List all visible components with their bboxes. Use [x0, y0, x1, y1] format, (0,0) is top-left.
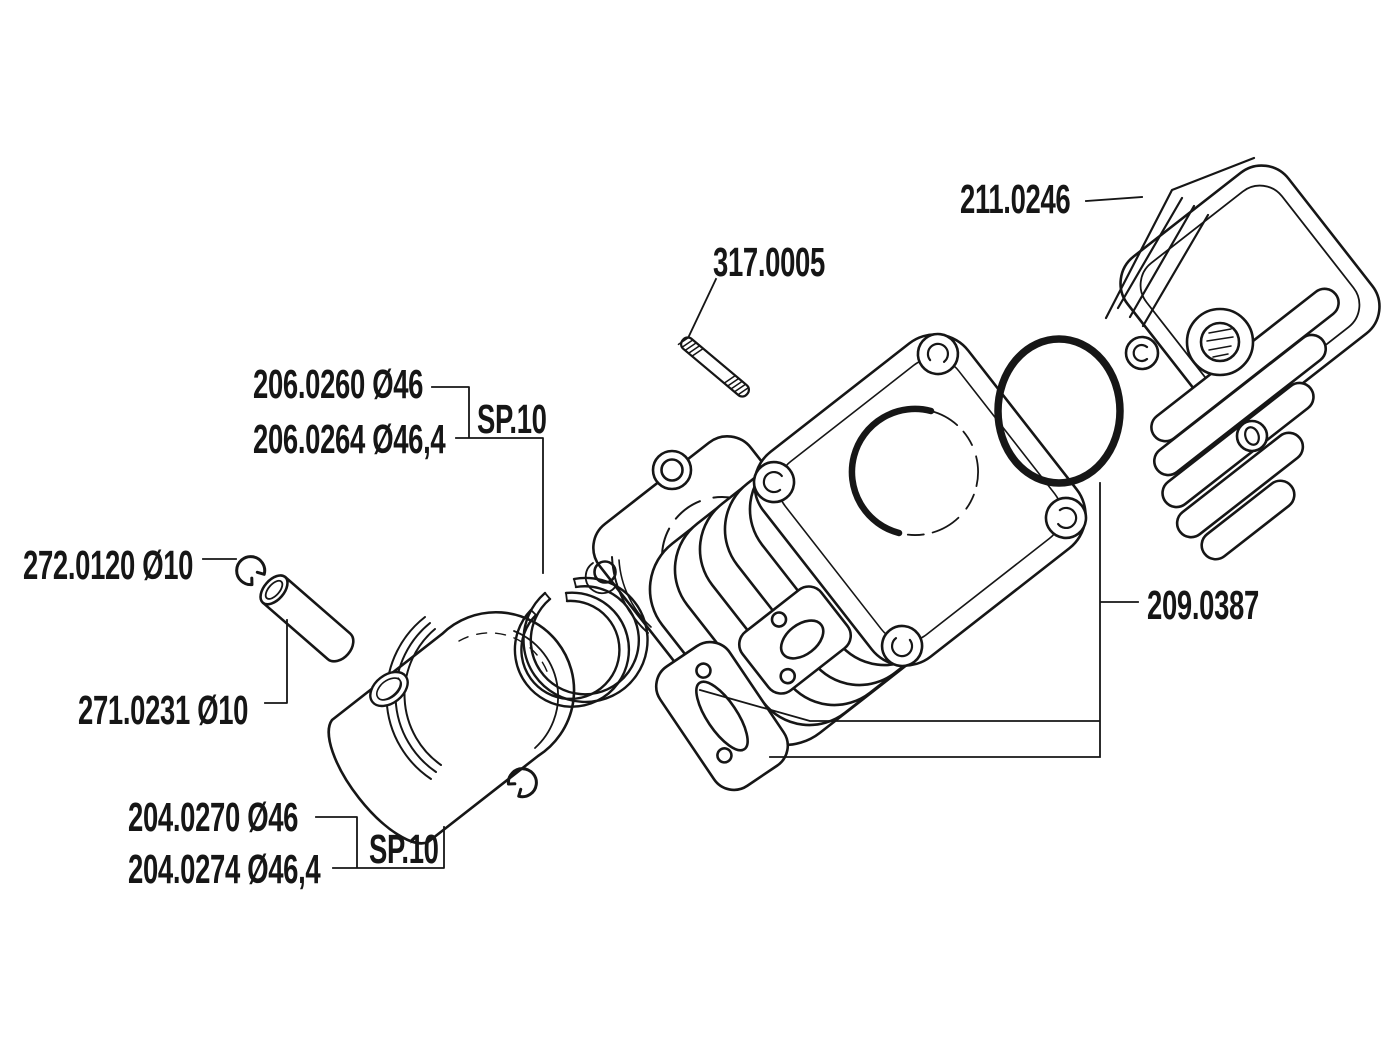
label-rings-d464-part: 206.0264 Ø46,4: [253, 416, 446, 462]
label-rings-series: SP.10: [477, 396, 547, 442]
label-piston-series: SP.10: [369, 826, 439, 872]
cylinder-head: [1104, 156, 1381, 561]
leader-209: [698, 482, 1139, 758]
head-fin-edge-wedge: [1104, 156, 1256, 328]
label-piston-pin-part: 271.0231 Ø10: [78, 687, 249, 733]
piston-pin: [259, 574, 355, 663]
cylinder: [648, 332, 1088, 747]
leader-317: [687, 277, 718, 338]
leader-204: [315, 816, 445, 869]
cylinder-flange: [752, 332, 1088, 668]
circlip-upper: [235, 555, 267, 587]
cylinder-stud: [677, 336, 750, 398]
label-cylinder-head-part: 211.0246: [960, 176, 1071, 222]
piston-pin-hole: [369, 670, 409, 708]
flange-bolt-ears: [752, 332, 1088, 668]
leader-lines: [202, 196, 1143, 869]
label-gasket-set-part: 209.0387: [1147, 582, 1259, 628]
head-bolt-lugs: [1124, 335, 1269, 453]
label-circlip-part: 272.0120 Ø10: [23, 542, 194, 588]
label-rings-d46-part: 206.0260 Ø46: [253, 361, 424, 407]
label-piston-d464-part: 204.0274 Ø46,4: [128, 846, 321, 892]
piston-rings: [513, 576, 649, 708]
label-stud-part: 317.0005: [713, 239, 825, 285]
head-o-ring: [994, 335, 1124, 487]
leader-271: [264, 619, 288, 704]
cylinder-bore: [848, 405, 979, 537]
leader-211: [1085, 196, 1143, 202]
piston: [327, 610, 576, 845]
label-piston-d46-part: 204.0270 Ø46: [128, 794, 299, 840]
leader-206: [431, 386, 544, 574]
circlip-lower: [506, 767, 538, 799]
exhaust-flange-gasket: [654, 640, 790, 792]
spark-plug-boss: [1185, 307, 1255, 377]
exhaust-stub-gasket: [737, 585, 853, 695]
